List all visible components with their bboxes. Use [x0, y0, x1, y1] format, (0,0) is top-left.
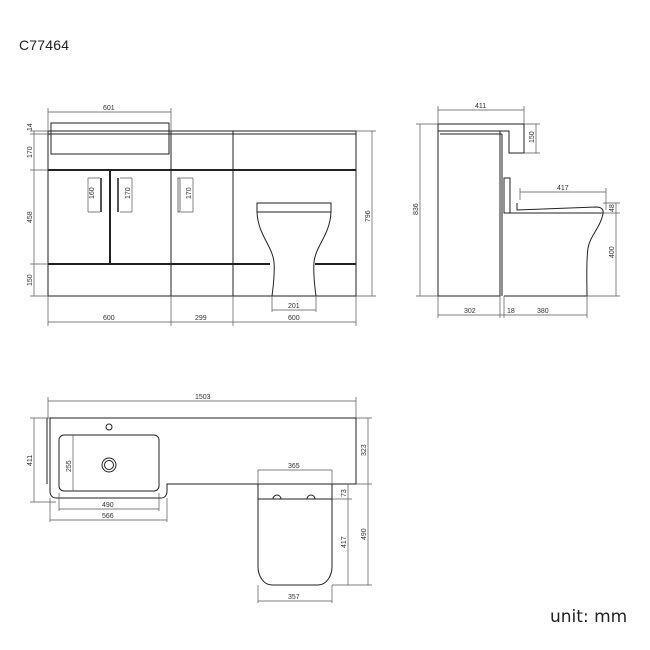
dim-side-total: 836 [413, 203, 420, 215]
tap-hole-icon [105, 423, 113, 431]
dim-bottom-0: 600 [103, 315, 115, 322]
handle-icon [177, 177, 181, 213]
drain-icon [101, 457, 117, 473]
dim-bottom-1: 299 [195, 315, 207, 322]
plan-view: 1503 411 255 490 566 323 490 365 73 417 … [27, 394, 372, 603]
dim-plan-width: 1503 [195, 394, 211, 401]
dim-pan-length: 417 [341, 536, 348, 548]
dim-plinth-height: 150 [27, 274, 34, 286]
dim-seat-length: 417 [557, 185, 569, 192]
dim-unit-depth: 323 [361, 444, 368, 456]
dim-basin-width: 601 [103, 105, 115, 112]
front-cabinet-outline [47, 130, 357, 297]
dim-handle-mid: 170 [125, 187, 132, 199]
toilet-pan-left [256, 211, 275, 297]
side-basin [437, 123, 525, 154]
handle-icon [117, 178, 119, 212]
side-view: 411 150 836 417 48 400 302 18 380 [413, 103, 620, 318]
dim-door-height: 458 [27, 211, 34, 223]
dim-bowl-depth: 255 [66, 460, 73, 472]
dim-basin-plan-width: 566 [102, 513, 114, 520]
front-basin [50, 122, 170, 155]
dim-pan-width-top: 365 [288, 463, 300, 470]
dim-side-bottom-0: 302 [464, 308, 476, 315]
dim-pan-offset: 73 [341, 489, 348, 497]
toilet-pan-right [313, 211, 332, 297]
dim-basin-height: 170 [27, 146, 34, 158]
dim-side-bottom-2: 380 [537, 308, 549, 315]
front-view: 160 170 170 601 14 170 458 150 796 201 6… [27, 105, 376, 326]
dim-top-thickness: 14 [27, 123, 34, 131]
dim-handle-right: 170 [186, 187, 193, 199]
product-code: C77464 [19, 37, 70, 53]
dim-pan-height: 400 [609, 246, 616, 258]
dim-pan-base: 201 [288, 303, 300, 310]
dim-side-basin: 150 [529, 131, 536, 143]
toilet-side [504, 203, 604, 297]
dim-side-bottom-1: 18 [507, 308, 515, 315]
dim-pan-width-bottom: 357 [288, 594, 300, 601]
dim-total-height: 796 [365, 210, 372, 222]
dim-total-projection: 490 [361, 528, 368, 540]
unit-label: unit: mm [550, 607, 628, 627]
plan-bowl [58, 434, 160, 492]
plan-toilet [257, 498, 333, 586]
toilet-seat-front [256, 202, 332, 213]
plan-outline [49, 417, 357, 499]
dim-bottom-2: 600 [288, 315, 300, 322]
dim-side-depth: 411 [475, 103, 486, 110]
dim-seat-thickness: 48 [609, 204, 616, 212]
handle-icon [100, 178, 102, 212]
dim-bowl-width: 490 [102, 502, 114, 509]
dim-plan-depth: 411 [27, 455, 34, 466]
dim-handle-left: 160 [89, 187, 96, 199]
side-cabinet [437, 130, 501, 297]
